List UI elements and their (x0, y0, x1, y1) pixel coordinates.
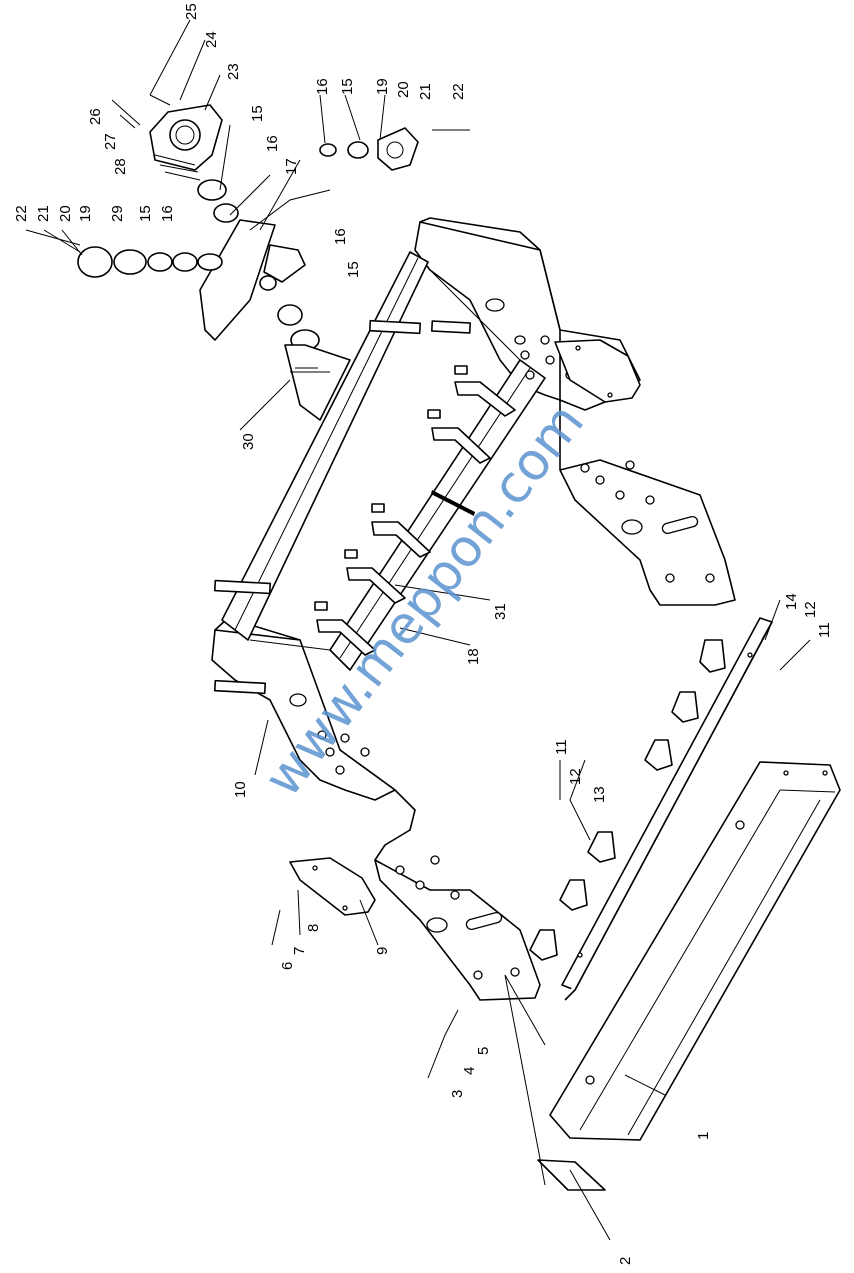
callout-15a: 15 (249, 105, 266, 122)
cover-plate (289, 339, 641, 916)
callout-21a: 21 (417, 83, 434, 100)
watermark-text: www.meppon.com (253, 393, 596, 808)
callout-15b: 15 (339, 78, 356, 95)
callout-15d: 15 (345, 261, 362, 278)
callout-30: 30 (240, 433, 257, 450)
callout-12b: 12 (802, 601, 819, 618)
callout-28: 28 (112, 158, 129, 175)
callout-27: 27 (102, 133, 119, 150)
callout-19b: 19 (77, 205, 94, 222)
callout-21b: 21 (35, 205, 52, 222)
beam (549, 761, 841, 1141)
callout-17: 17 (283, 158, 300, 175)
callout-9: 9 (374, 947, 391, 955)
callout-15c: 15 (137, 205, 154, 222)
mounting-bar (529, 617, 773, 1001)
callout-24: 24 (203, 31, 220, 48)
callout-3: 3 (449, 1090, 466, 1098)
callout-13: 13 (591, 786, 608, 803)
callout-10: 10 (232, 781, 249, 798)
callout-5: 5 (475, 1047, 492, 1055)
gearbox-assembly (77, 104, 419, 421)
callout-14: 14 (783, 593, 800, 610)
callout-7: 7 (291, 947, 308, 955)
callout-1: 1 (695, 1132, 712, 1140)
callout-16c: 16 (159, 205, 176, 222)
leader-lines (25, 19, 811, 1241)
callout-18: 18 (465, 648, 482, 665)
callout-22a: 22 (450, 83, 467, 100)
callout-12a: 12 (567, 768, 584, 785)
callout-11a: 11 (553, 739, 570, 755)
small-plate (537, 1159, 606, 1191)
callout-19a: 19 (374, 78, 391, 95)
callout-20a: 20 (395, 81, 412, 98)
callout-16a: 16 (264, 135, 281, 152)
callout-labels: 1 2 3 4 5 6 7 8 9 10 11 11 12 12 13 14 1… (13, 3, 833, 1265)
callout-29: 29 (109, 205, 126, 222)
callout-16d: 16 (332, 228, 349, 245)
callout-8: 8 (305, 924, 322, 932)
callout-4: 4 (461, 1067, 478, 1075)
callout-25: 25 (183, 3, 200, 20)
callout-20b: 20 (57, 205, 74, 222)
callout-26: 26 (87, 108, 104, 125)
callout-11b: 11 (816, 622, 833, 638)
callout-22b: 22 (13, 205, 30, 222)
callout-16b: 16 (314, 78, 331, 95)
main-frame (211, 217, 736, 1001)
callout-6: 6 (279, 962, 296, 970)
callout-2: 2 (617, 1257, 634, 1265)
callout-31: 31 (492, 603, 509, 620)
callout-23: 23 (225, 63, 242, 80)
